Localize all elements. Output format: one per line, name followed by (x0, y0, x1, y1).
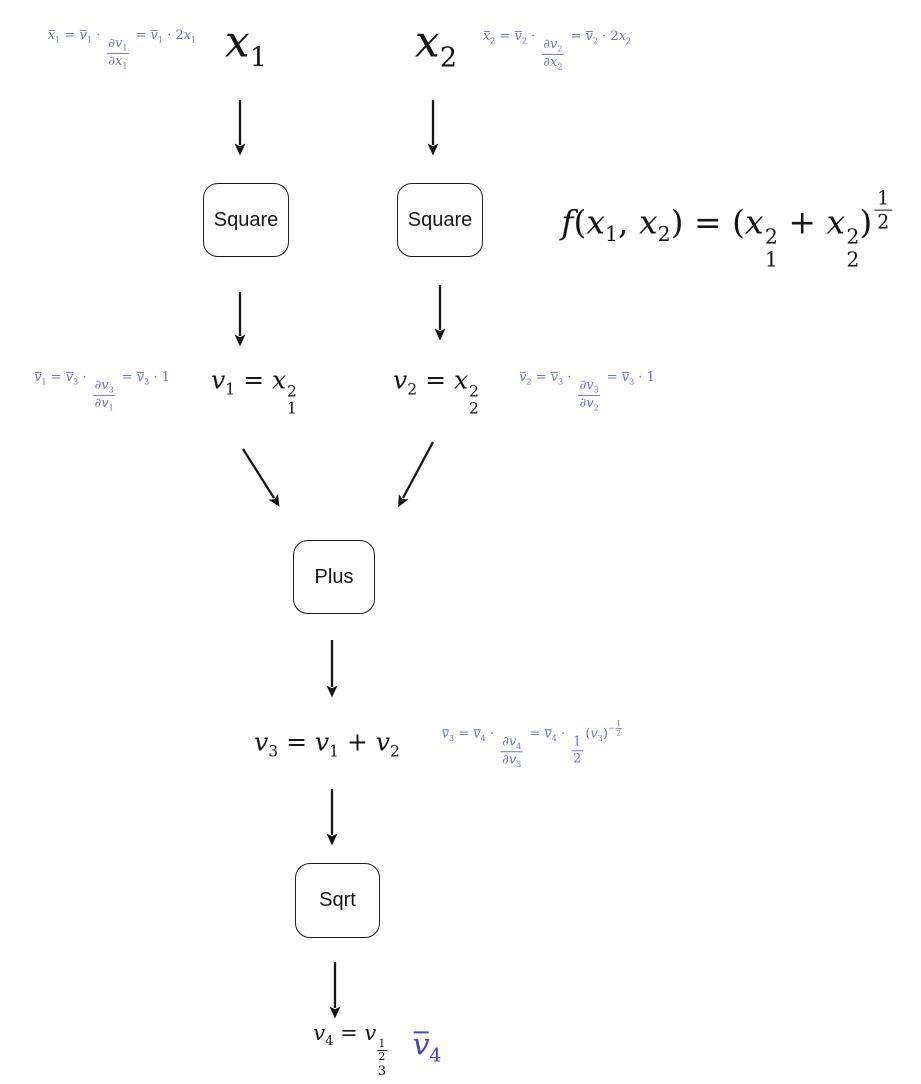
adjoint-formula-v2: v2 = v3 · ∂v3∂v2 = v3 · 1 (519, 369, 655, 413)
input-x2-label: x2 (414, 16, 458, 74)
node-sqrt: Sqrt (295, 863, 380, 938)
adjoint-formula-x2: x2 = v2 · ∂v2∂x2 = v2 · 2x2 (482, 28, 632, 72)
node-square-left: Square (203, 183, 289, 257)
node-plus-label: Plus (314, 565, 354, 588)
node-square-right-label: Square (407, 208, 473, 231)
adjoint-formula-v1: v1 = v3 · ∂v3∂v1 = v3 · 1 (34, 369, 170, 413)
value-formula-v3: v3 = v1 + v2 (254, 727, 400, 761)
node-square-left-label: Square (213, 208, 279, 231)
edge-v2-to-plus (398, 441, 435, 508)
node-sqrt-label: Sqrt (319, 889, 356, 911)
node-square-right: Square (397, 183, 483, 257)
adjoint-formula-x1: x1 = v1 · ∂v1∂x1 = v1 · 2x1 (47, 27, 197, 71)
input-x1-label: x1 (224, 16, 268, 74)
node-plus: Plus (293, 540, 375, 614)
edge-v1-to-plus (242, 448, 280, 507)
adjoint-output-v4: v4 (412, 1027, 442, 1067)
